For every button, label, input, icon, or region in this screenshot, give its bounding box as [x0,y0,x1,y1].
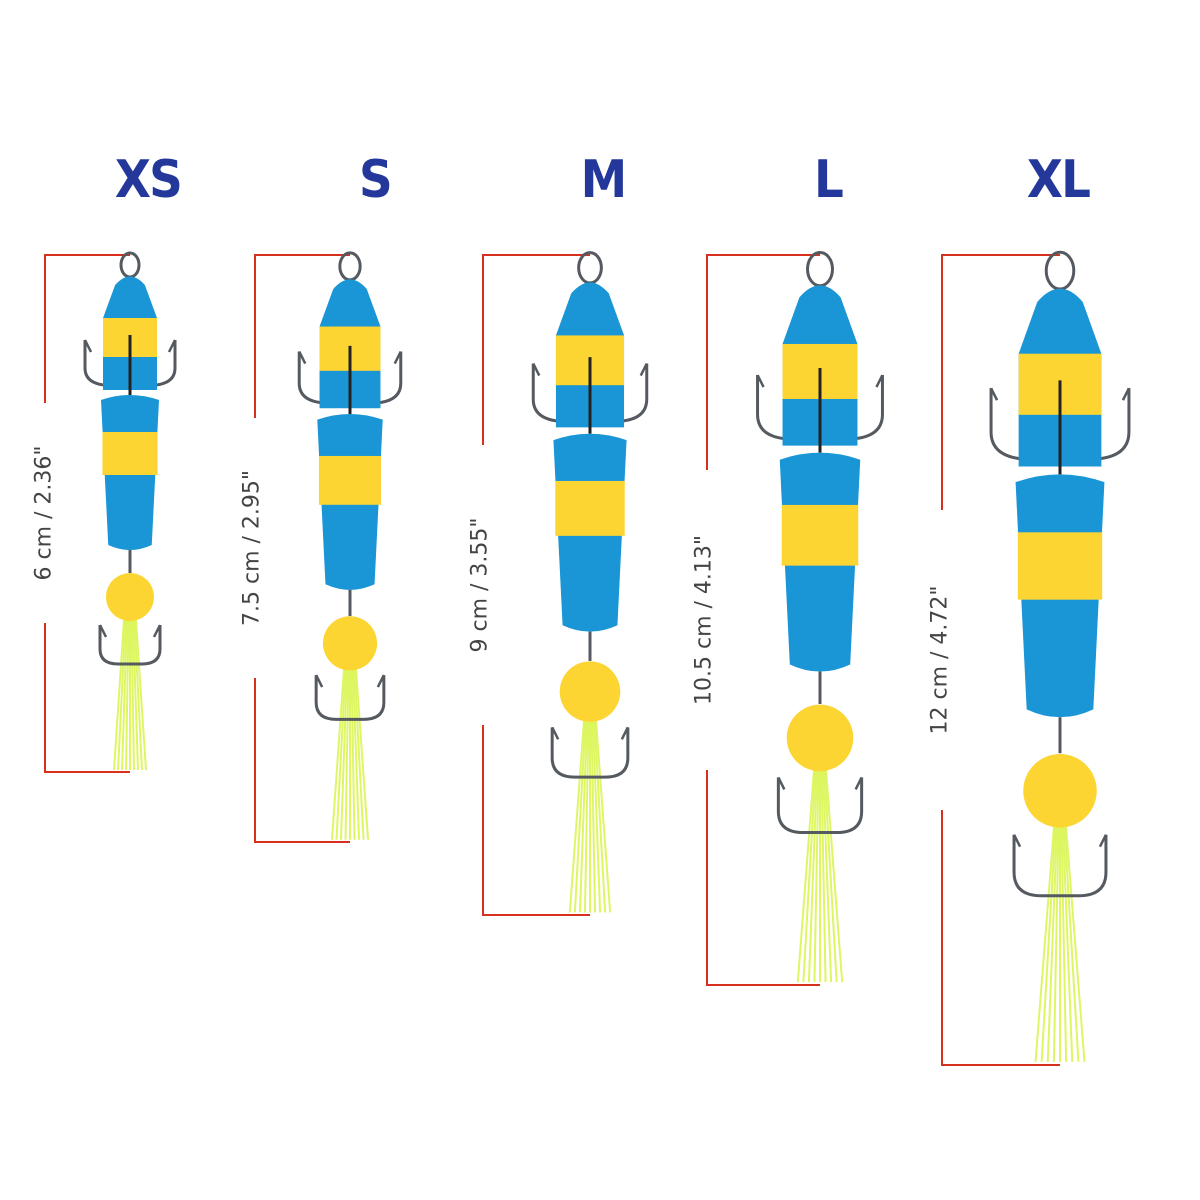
tail-fiber [1062,826,1074,1062]
tail-fiber [825,770,844,983]
tail-fiber [1052,826,1060,1062]
measure-bracket [706,254,820,986]
treble-hook-icon [550,727,630,779]
eye-ring-icon [577,251,603,285]
tail-fiber [339,669,348,840]
lure-xl [941,250,1131,1066]
foam-ball [1023,754,1097,828]
foam-ball [106,573,154,621]
tail-fiber [355,669,370,840]
lure-xs [44,251,177,773]
size-label-xl: XL [1026,150,1091,210]
tail-fiber [135,619,147,771]
tail-fiber [1040,826,1057,1062]
hook-barb-icon [98,624,162,638]
size-label-xs: XS [114,150,183,210]
measure-label-s: 7.5 cm / 2.95" [239,461,265,635]
foam-ball [559,661,621,722]
size-label-m: M [580,150,628,210]
tail-fiber [133,619,143,771]
size-label-l: L [813,150,844,210]
eye-ring-icon [1044,250,1076,291]
yellow-stripe [102,432,158,475]
tail-fiber [132,619,139,771]
treble-hook-icon [314,675,386,721]
tail-fiber [121,619,128,771]
measure-bracket [44,254,130,773]
hook-barb-icon [298,350,402,365]
treble-hook-icon [98,625,162,666]
measure-bracket [482,254,590,916]
tail-fiber [1046,826,1058,1062]
tail-fiber [1063,826,1080,1062]
hook-barb-icon [1012,834,1108,848]
yellow-stripe [318,455,382,505]
tail-fiber [583,720,590,913]
tail-fiber [595,720,612,913]
treble-hook-icon [1012,834,1108,898]
hook-barb-icon [777,776,863,790]
tail-fiber [822,770,833,983]
tail-fiber [807,770,818,983]
tail-fiber [344,669,350,840]
tail-fiber [796,770,815,983]
tail-fiber [592,720,602,913]
tail-fiber [823,770,838,983]
tail-fiber [335,669,347,840]
yellow-stripe [1017,532,1103,600]
tail-fiber [352,669,361,840]
tail-fiber [350,669,356,840]
yellow-stripe [781,504,859,566]
tail-fiber [353,669,365,840]
tail-fiber [578,720,588,913]
size-label-s: S [359,150,393,210]
eye-ring-icon [806,250,834,288]
fly-tail [796,770,844,983]
tail-fiber [125,619,130,771]
measure-label-m: 9 cm / 3.55" [467,509,493,661]
eye-ring-icon [119,251,141,279]
hook-barb-icon [756,374,884,388]
tail-fiber [802,770,817,983]
lure-m [482,251,649,916]
tail-fiber [593,720,607,913]
tail-fiber [568,720,585,913]
foam-ball [322,616,378,671]
tail-fiber [573,720,587,913]
measure-label-xs: 6 cm / 2.36" [31,437,57,589]
hook-barb-icon [551,726,629,740]
foam-ball [786,704,854,772]
tail-fiber [1065,826,1086,1062]
lure-s [254,251,403,843]
lure-l [706,250,884,986]
tail-fiber [117,619,127,771]
hook-barb-icon [989,387,1131,401]
measure-label-l: 10.5 cm / 4.13" [691,526,717,714]
eye-ring-icon [338,251,362,282]
tail-fiber [1034,826,1055,1062]
tail-fiber [130,619,135,771]
tail-fiber [113,619,125,771]
fly-tail [113,619,147,771]
tail-fiber [1060,826,1068,1062]
tail-fiber [820,770,827,983]
measure-bracket [941,254,1060,1066]
treble-hook-icon [776,777,864,835]
fly-tail [568,720,612,913]
hook-barb-icon [315,674,385,688]
hook-barb-icon [532,362,648,377]
measure-label-xl: 12 cm / 4.72" [927,577,953,743]
yellow-stripe [555,480,625,536]
hook-barb-icon [83,339,177,353]
tail-fiber [590,720,597,913]
fly-tail [1034,826,1086,1062]
tail-fiber [330,669,345,840]
measure-bracket [254,254,350,843]
tail-fiber [813,770,820,983]
fly-tail [330,669,370,840]
